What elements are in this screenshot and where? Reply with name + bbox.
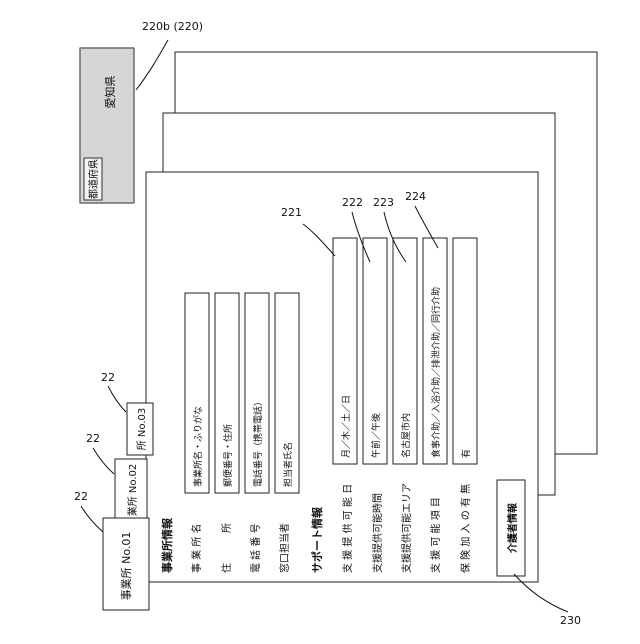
tab-office-01[interactable]: 事業所 No.01	[103, 518, 149, 610]
field-office-name[interactable]: 事業所名・ふりがな	[185, 293, 209, 493]
label-contact-person: 窓口担当者	[278, 523, 291, 573]
prefecture-label: 都道府県	[87, 159, 100, 199]
support-info-heading: サポート情報	[310, 506, 324, 573]
field-office-name-value: 事業所名・ふりがな	[192, 406, 204, 487]
ref-22-sheet-2: 22	[86, 432, 100, 445]
ref-223: 223	[373, 196, 394, 209]
label-phone: 電 話 番 号	[249, 523, 262, 573]
field-address[interactable]: 郵便番号・住所	[215, 293, 239, 493]
ref-220b: 220b (220)	[142, 20, 203, 33]
label-address: 住 所	[220, 523, 233, 573]
ref-220b-leader	[136, 40, 168, 90]
ref-222: 222	[342, 196, 363, 209]
tab-office-01-label: 事業所 No.01	[120, 532, 133, 601]
field-insurance[interactable]: 有	[453, 238, 477, 464]
ref-22-leader-2	[93, 448, 114, 474]
field-service-area-value: 名古屋市内	[400, 413, 412, 458]
office-info-heading: 事業所情報	[160, 517, 174, 573]
field-available-hours-value: 午前／午後	[370, 413, 382, 458]
label-insurance: 保 険 加 入 の 有 無	[459, 484, 472, 573]
label-available-hours: 支援提供可能時間	[371, 493, 384, 573]
ref-22-sheet-1: 22	[74, 490, 88, 503]
field-contact-person-value: 担当者氏名	[282, 442, 294, 487]
field-contact-person[interactable]: 担当者氏名	[275, 293, 299, 493]
ref-22-leader-3	[108, 386, 126, 412]
field-available-days-value: 月／木／土／日	[340, 395, 352, 458]
label-support-items: 支 援 可 能 項 目	[429, 497, 442, 573]
ref-22-leader-1	[81, 506, 103, 532]
ref-224: 224	[405, 190, 426, 203]
prefecture-value: 愛知県	[103, 76, 117, 109]
tab-office-03[interactable]: 所 No.03	[127, 403, 153, 455]
tab-office-03-label: 所 No.03	[136, 408, 148, 451]
label-office-name: 事 業 所 名	[190, 523, 203, 573]
caregiver-info-button[interactable]: 介護者情報	[497, 480, 525, 576]
ref-22-sheet-3: 22	[101, 371, 115, 384]
tab-office-02-label: 業所 No.02	[126, 464, 139, 517]
ref-230: 230	[560, 614, 581, 627]
field-insurance-value: 有	[460, 449, 472, 458]
field-support-items-value: 食事介助／入浴介助／排泄介助／同行介助	[430, 287, 442, 458]
field-phone[interactable]: 電話番号（携帯電話）	[245, 293, 269, 493]
field-available-hours[interactable]: 午前／午後	[363, 238, 387, 464]
caregiver-info-button-label: 介護者情報	[506, 502, 519, 554]
field-support-items[interactable]: 食事介助／入浴介助／排泄介助／同行介助	[423, 238, 447, 464]
field-available-days[interactable]: 月／木／土／日	[333, 238, 357, 464]
label-service-area: 支援提供可能エリア	[400, 483, 413, 573]
field-phone-value: 電話番号（携帯電話）	[252, 397, 264, 487]
label-available-days: 支 援 提 供 可 能 日	[341, 484, 354, 573]
field-address-value: 郵便番号・住所	[222, 424, 234, 487]
tab-office-02[interactable]: 業所 No.02	[115, 459, 147, 521]
ref-221: 221	[281, 206, 302, 219]
field-service-area[interactable]: 名古屋市内	[393, 238, 417, 464]
prefecture-selector[interactable]: 都道府県 愛知県	[80, 48, 134, 203]
